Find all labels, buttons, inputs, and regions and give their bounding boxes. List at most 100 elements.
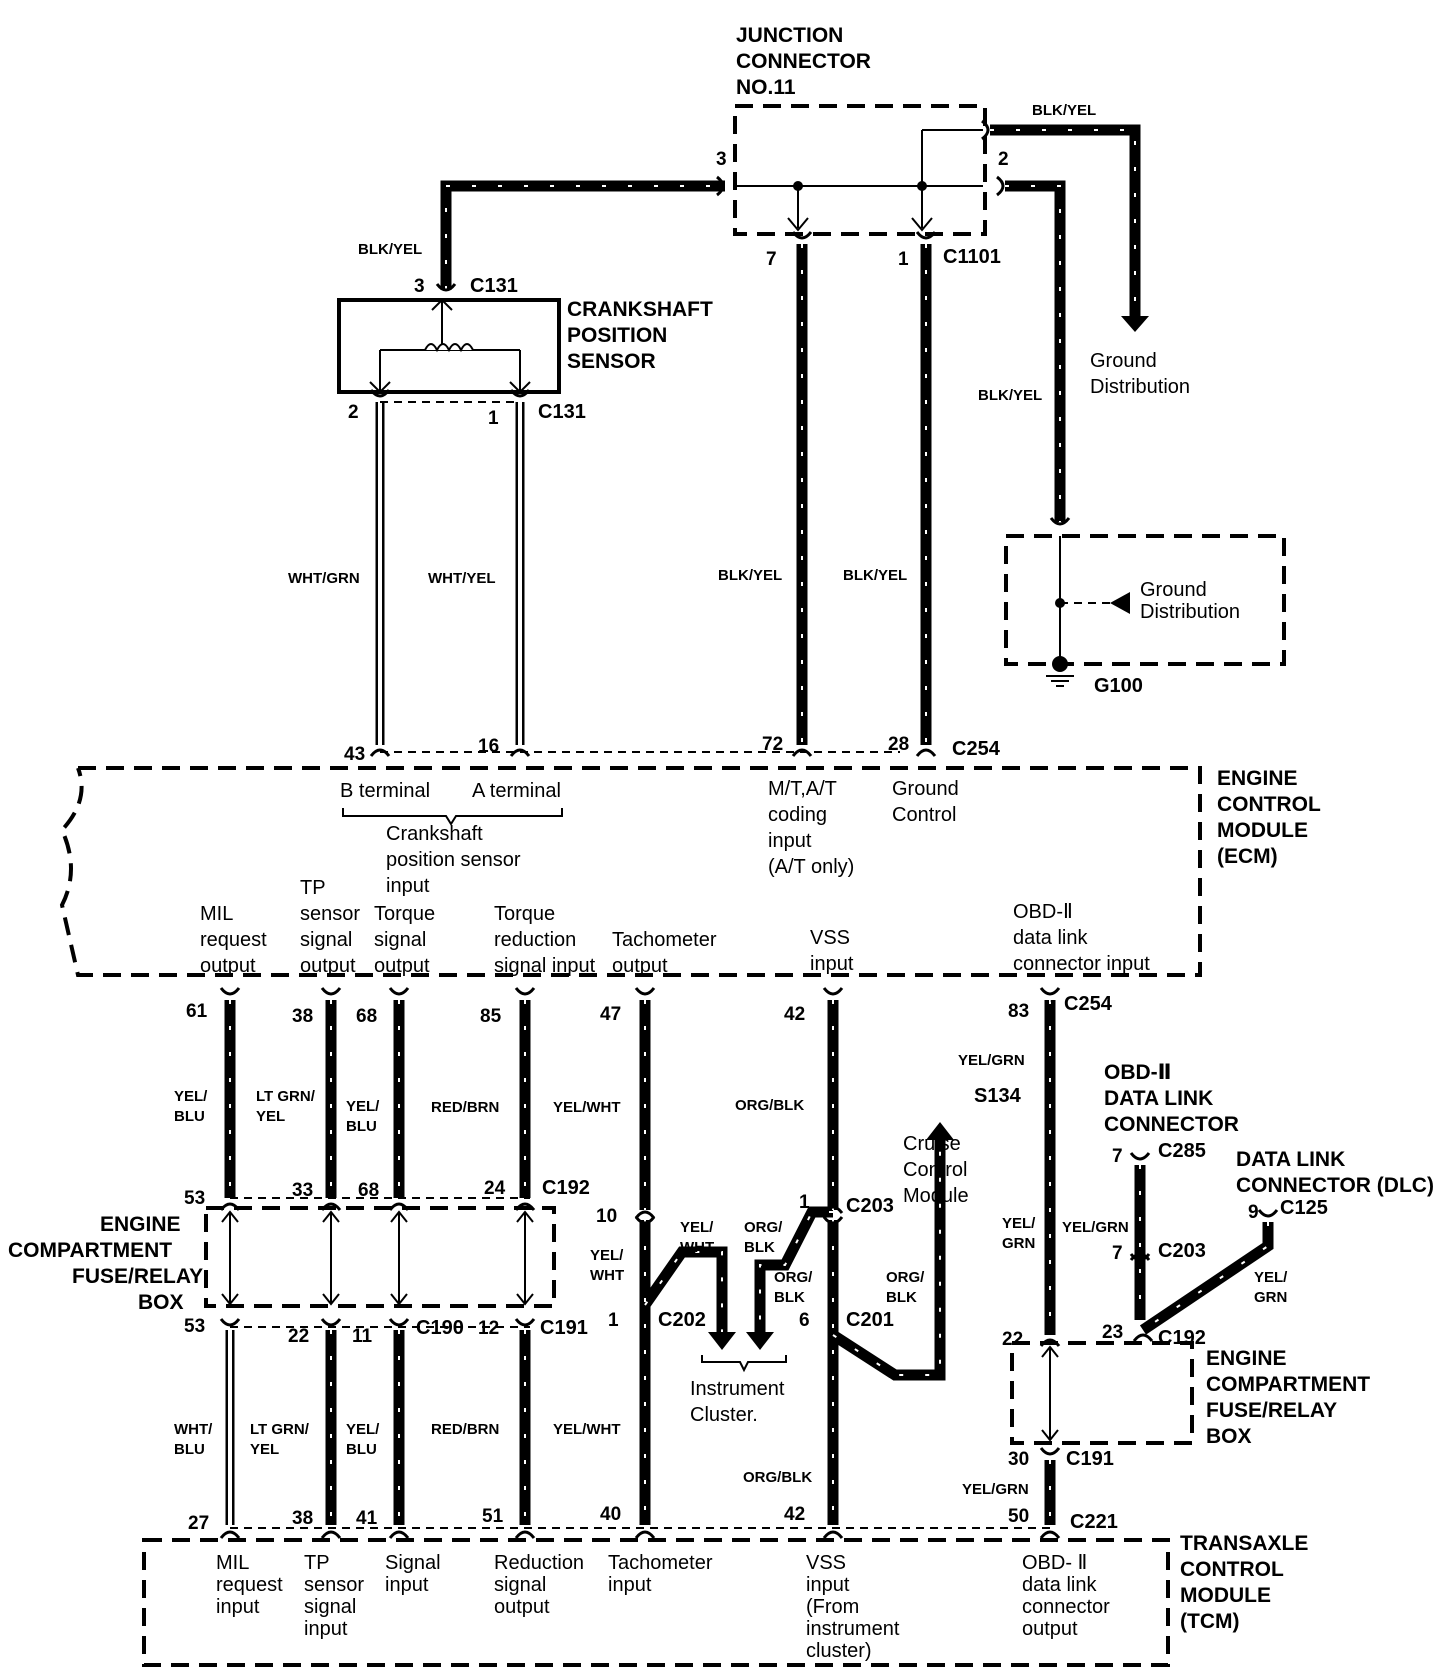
connector-chevron: [822, 1205, 844, 1214]
wire-label: BLK/YEL: [978, 387, 1042, 404]
junction-node: [917, 181, 927, 191]
ecm-label: signal input: [494, 955, 596, 977]
connector-chevron: [388, 1202, 410, 1211]
connector-chevron: [1039, 1447, 1061, 1456]
sensor-title: POSITION: [567, 324, 667, 347]
tcm-label: output: [1022, 1618, 1078, 1640]
cruise-label: Control: [903, 1159, 967, 1181]
tcm-label: connector: [1022, 1596, 1110, 1618]
pin-number: 68: [358, 1180, 379, 1201]
dlc-title: CONNECTOR (DLC): [1236, 1174, 1434, 1197]
wire-label: ORG/BLK: [735, 1097, 804, 1114]
wire-label: YEL/: [1002, 1215, 1036, 1232]
pin-number: 72: [762, 734, 783, 755]
tcm-title: CONTROL: [1180, 1558, 1284, 1581]
pin-number: 47: [600, 1004, 621, 1025]
pin-number: 3: [716, 149, 727, 170]
pin-number: 53: [184, 1188, 205, 1209]
pin-number: 40: [600, 1504, 621, 1525]
connector-id: C221: [1070, 1511, 1118, 1533]
ecm-label: Control: [892, 804, 956, 826]
connector-id: C131: [470, 275, 518, 297]
wire-label: BLK/YEL: [358, 241, 422, 258]
ecm-title: MODULE: [1217, 819, 1308, 842]
wire-label: YEL/GRN: [1062, 1219, 1129, 1236]
pin-number: 22: [288, 1326, 309, 1347]
ecm-label: OBD-Ⅱ: [1013, 901, 1073, 923]
junction-connector-box: [733, 104, 987, 236]
pin-number: 61: [186, 1001, 208, 1022]
ecm-label: output: [200, 955, 256, 977]
ecm-label: TP: [300, 877, 326, 899]
tcm-label: input: [608, 1574, 652, 1596]
pin-number: 24: [484, 1178, 506, 1199]
connector-chevron: [514, 1202, 536, 1211]
wire-label: BLK: [886, 1289, 917, 1306]
fuse-box-title: ENGINE: [100, 1213, 181, 1236]
connector-chevrons: [219, 119, 1279, 1539]
pin-number: 30: [1008, 1449, 1029, 1470]
pin-number: 33: [292, 1180, 313, 1201]
connector-chevron: [219, 987, 241, 996]
pin-number: 68: [356, 1006, 377, 1027]
wire-label: BLK: [774, 1289, 805, 1306]
pin-number: 28: [888, 734, 909, 755]
connector-chevron: [791, 231, 813, 240]
wire-stripe: [445, 185, 725, 290]
tcm-label: OBD- Ⅱ: [1022, 1552, 1087, 1574]
connector-chevron: [320, 987, 342, 996]
tcm-label: Tachometer: [608, 1552, 713, 1574]
pin-number: 10: [596, 1206, 617, 1227]
wire-label: BLU: [346, 1441, 377, 1458]
connector-id: C192: [1158, 1327, 1206, 1349]
wire-label: YEL/: [346, 1421, 380, 1438]
wire-label: ORG/: [886, 1269, 925, 1286]
ground-terminal: [1052, 656, 1068, 672]
wire-label: YEL/GRN: [958, 1052, 1025, 1069]
wire-label: BLU: [174, 1441, 205, 1458]
tcm-label: request: [216, 1574, 283, 1596]
wire-label: BLK: [744, 1239, 775, 1256]
connector-chevron: [1257, 1209, 1279, 1218]
ground-box-label: Distribution: [1140, 601, 1240, 623]
connector-chevron: [219, 1530, 241, 1539]
obd-title: DATA LINK: [1104, 1087, 1213, 1110]
pin-number: 7: [766, 249, 777, 270]
fuse-box-title: BOX: [138, 1291, 184, 1314]
dlc-title: DATA LINK: [1236, 1148, 1345, 1171]
ecm-label: reduction: [494, 929, 576, 951]
connector-id: C201: [846, 1309, 894, 1331]
wire-label: BLK/YEL: [843, 567, 907, 584]
wire-blkyel-ground-top: [990, 124, 1141, 320]
wire-label: YEL/: [346, 1098, 380, 1115]
connector-chevron: [514, 1318, 536, 1327]
wire-stripe: [759, 1211, 833, 1338]
connector-chevron: [915, 231, 937, 240]
pin-number: 1: [608, 1310, 619, 1331]
fuse-box-title: COMPARTMENT: [1206, 1373, 1370, 1396]
ecm-label: A terminal: [472, 780, 561, 802]
ecm-label: Torque: [374, 903, 435, 925]
arrow-up-icon: [926, 1122, 954, 1140]
tcm-label: data link: [1022, 1574, 1097, 1596]
connector-chevron: [634, 1530, 656, 1539]
ecm-label: Tachometer: [612, 929, 717, 951]
wire-yelgrn-dlc: [1139, 1222, 1274, 1335]
ecm-label: M/T,A/T: [768, 778, 837, 800]
obd-title: CONNECTOR: [1104, 1113, 1239, 1136]
wire-blkyel-ground: [1005, 180, 1066, 522]
ecm-label: signal: [300, 929, 352, 951]
arrow-head: [431, 298, 453, 311]
wire-label: YEL: [256, 1108, 285, 1125]
brace: [342, 808, 563, 826]
tcm-title: MODULE: [1180, 1584, 1271, 1607]
tcm-label: VSS: [806, 1552, 846, 1574]
ground-triangle-icon: [1110, 592, 1130, 614]
wire-label: YEL/: [1254, 1269, 1288, 1286]
pin-number: 38: [292, 1508, 313, 1529]
pin-number: 43: [344, 744, 365, 765]
pin-number: 9: [1248, 1202, 1259, 1223]
pin-number: 7: [1112, 1243, 1123, 1264]
tcm-box: [142, 1538, 1170, 1667]
arrow-head: [787, 217, 809, 232]
